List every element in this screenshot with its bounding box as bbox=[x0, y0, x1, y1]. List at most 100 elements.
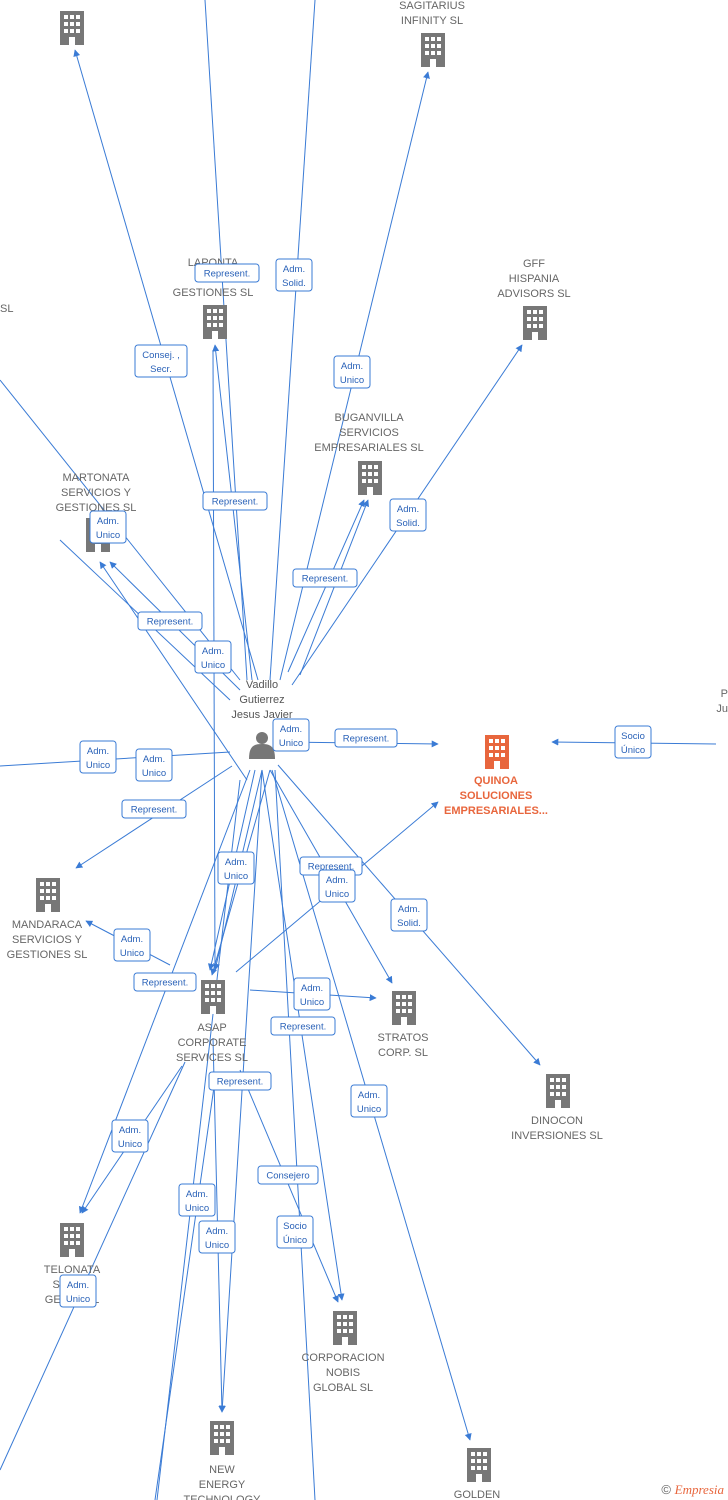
relation-tag[interactable]: Adm.Unico bbox=[272, 718, 310, 752]
company-node-top-left-partial[interactable]: LUTERAS ... bbox=[49, 0, 112, 45]
relation-tag[interactable]: Adm.Unico bbox=[113, 928, 151, 962]
relation-tag[interactable]: Adm.Unico bbox=[135, 748, 173, 782]
relation-tag[interactable]: Adm.Unico bbox=[178, 1183, 216, 1217]
relation-tag-box bbox=[111, 1119, 149, 1153]
relation-tag-label: Represent. bbox=[142, 978, 188, 989]
relation-tag[interactable]: Adm.Unico bbox=[59, 1274, 97, 1308]
relation-tag[interactable]: Represent. bbox=[202, 491, 268, 511]
edge bbox=[156, 779, 241, 1500]
relation-tag-box bbox=[292, 568, 358, 588]
relation-tag[interactable]: Adm.Unico bbox=[333, 355, 371, 389]
building-icon bbox=[333, 1311, 357, 1345]
relation-tag-label: Adm.Unico bbox=[142, 754, 166, 779]
relation-tag[interactable]: Represent. bbox=[208, 1071, 272, 1091]
relation-tag-box bbox=[198, 1220, 236, 1254]
relation-tag-box bbox=[113, 928, 151, 962]
relation-tag[interactable]: Adm.Unico bbox=[350, 1084, 388, 1118]
relation-tag-box bbox=[194, 640, 232, 674]
brand-logo[interactable]: Empresia bbox=[674, 1482, 724, 1497]
relation-tag-label: Represent. bbox=[217, 1077, 263, 1088]
relation-tag-box bbox=[293, 977, 331, 1011]
relation-tag[interactable]: Adm.Unico bbox=[318, 869, 356, 903]
relation-tag[interactable]: Adm.Unico bbox=[194, 640, 232, 674]
relation-tag[interactable]: Adm.Unico bbox=[79, 740, 117, 774]
relation-tag-box bbox=[134, 344, 188, 378]
partial-node-label: P bbox=[721, 688, 728, 700]
relation-tag-box bbox=[79, 740, 117, 774]
relation-tag-label: Consej. ,Secr. bbox=[142, 350, 180, 375]
relation-tag[interactable]: Represent. bbox=[194, 263, 260, 283]
relation-tag[interactable]: Represent. bbox=[121, 799, 187, 819]
relation-tag-box bbox=[275, 258, 313, 292]
relation-tag-label: Adm.Unico bbox=[118, 1125, 142, 1150]
edge bbox=[204, 0, 248, 681]
building-icon bbox=[392, 991, 416, 1025]
relation-tag-label: Adm.Solid. bbox=[282, 264, 306, 289]
relation-tag-box bbox=[318, 869, 356, 903]
building-icon bbox=[60, 1223, 84, 1257]
relation-tag-label: Adm.Solid. bbox=[397, 904, 421, 929]
relation-tag-box bbox=[270, 1016, 336, 1036]
relation-tag[interactable]: Adm.Solid. bbox=[275, 258, 313, 292]
relation-tag[interactable]: Represent. bbox=[292, 568, 358, 588]
relation-tag-label: Adm.Unico bbox=[224, 857, 248, 882]
relation-tag[interactable]: Adm.Unico bbox=[89, 510, 127, 544]
edge bbox=[0, 1061, 186, 1471]
partial-node-label: Ju bbox=[716, 703, 728, 715]
relation-tag-box bbox=[133, 972, 197, 992]
relation-tag-box bbox=[257, 1165, 319, 1185]
partial-node-label: SL bbox=[0, 303, 13, 315]
relation-tag[interactable]: Consej. ,Secr. bbox=[134, 344, 188, 378]
relation-tag-box bbox=[59, 1274, 97, 1308]
relation-tag[interactable]: Represent. bbox=[270, 1016, 336, 1036]
relation-tag[interactable]: Adm.Solid. bbox=[390, 898, 428, 932]
relation-tag[interactable]: Adm.Unico bbox=[293, 977, 331, 1011]
relation-tag-label: Represent. bbox=[131, 805, 177, 816]
relation-tag-label: Adm.Unico bbox=[201, 646, 225, 671]
relation-tag-label: Adm.Unico bbox=[96, 516, 120, 541]
relation-tag-box bbox=[333, 355, 371, 389]
relation-tag-label: Represent. bbox=[147, 617, 193, 628]
relation-tag-box bbox=[217, 851, 255, 885]
building-icon bbox=[203, 305, 227, 339]
relation-tag-label: Consejero bbox=[266, 1171, 309, 1182]
relation-tag-label: Represent. bbox=[204, 269, 250, 280]
company-node-golden[interactable]: GOLDEN bbox=[454, 1448, 501, 1500]
relation-tag-box bbox=[121, 799, 187, 819]
relation-tag[interactable]: Represent. bbox=[334, 728, 398, 748]
relation-tag[interactable]: Adm.Unico bbox=[111, 1119, 149, 1153]
relation-tag[interactable]: Adm.Unico bbox=[217, 851, 255, 885]
relation-tag[interactable]: Adm.Solid. bbox=[389, 498, 427, 532]
relation-tag[interactable]: Represent. bbox=[133, 972, 197, 992]
building-icon bbox=[60, 11, 84, 45]
relation-tag[interactable]: Adm.Unico bbox=[198, 1220, 236, 1254]
edge bbox=[218, 769, 263, 1413]
relation-tag[interactable]: Consejero bbox=[257, 1165, 319, 1185]
edge bbox=[239, 1069, 339, 1303]
relation-tag[interactable]: Represent. bbox=[137, 611, 203, 631]
building-icon bbox=[36, 878, 60, 912]
